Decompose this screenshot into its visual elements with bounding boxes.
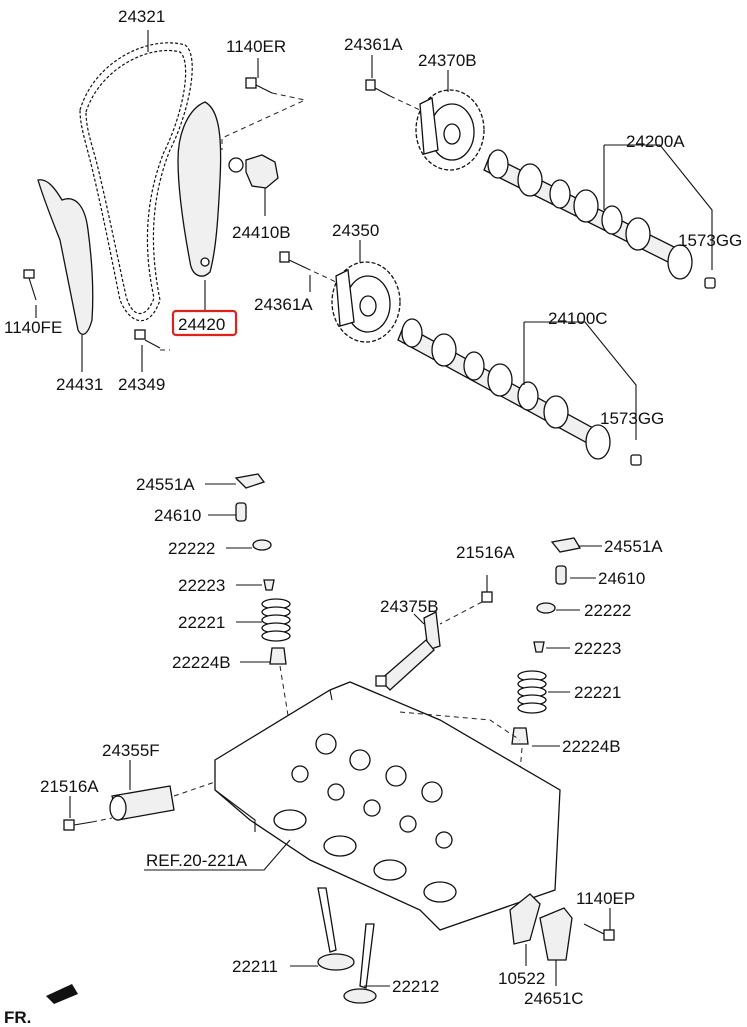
valve-seal-22224B-left xyxy=(269,647,287,665)
valve-seal-22224B-right xyxy=(511,727,529,745)
tensioner-24410B xyxy=(228,154,279,189)
label-24361A-mid[interactable]: 24361A xyxy=(254,295,313,314)
bolt-1140ER xyxy=(245,77,273,94)
cotter-22223-right xyxy=(533,641,545,653)
cam-sprocket-24370B xyxy=(415,89,485,171)
bracket-24100C xyxy=(523,321,637,440)
label-21516A-top[interactable]: 21516A xyxy=(456,543,515,562)
label-24375B[interactable]: 24375B xyxy=(380,597,439,616)
cover-24651C xyxy=(539,907,573,961)
dash-21516A-left xyxy=(91,817,113,823)
label-1140FE[interactable]: 1140FE xyxy=(4,318,62,337)
cylinder-head xyxy=(214,681,561,931)
bolt-21516A-top xyxy=(481,575,493,603)
dash-24361A-mid xyxy=(305,267,337,283)
valve-spring-22221-left xyxy=(261,598,291,642)
bolt-1140FE xyxy=(23,269,37,301)
exhaust-valve-22212 xyxy=(343,923,377,1004)
cotter-22223-left xyxy=(263,579,275,591)
valve-spring-22221-right xyxy=(517,670,547,714)
lash-adjuster-24610-right xyxy=(555,565,567,585)
label-22221-right[interactable]: 22221 xyxy=(574,683,621,702)
intake-valve-22211 xyxy=(317,887,355,971)
dash-1140ER xyxy=(221,92,307,150)
label-1140EP[interactable]: 1140EP xyxy=(576,889,635,908)
label-22224B-right[interactable]: 22224B xyxy=(562,737,621,756)
label-10522[interactable]: 10522 xyxy=(498,969,545,988)
dash-24355F xyxy=(173,781,216,797)
label-1573GG-mid[interactable]: 1573GG xyxy=(600,409,664,428)
label-22223-right[interactable]: 22223 xyxy=(574,639,621,658)
label-24651C[interactable]: 24651C xyxy=(524,989,584,1008)
plug-1573GG-top xyxy=(704,277,716,289)
plug-1573GG-mid xyxy=(630,454,642,466)
label-24431[interactable]: 24431 xyxy=(56,375,103,394)
oil-control-valve-24355F xyxy=(109,785,175,821)
camshaft-24100C xyxy=(397,318,611,460)
guide-hole xyxy=(200,257,210,267)
label-fr[interactable]: FR. xyxy=(4,1008,31,1027)
retainer-22222-right xyxy=(536,602,556,614)
bolt-1140EP xyxy=(583,923,615,941)
highlight-box-24420 xyxy=(171,309,238,337)
label-21516A-left[interactable]: 21516A xyxy=(40,777,99,796)
label-24100C[interactable]: 24100C xyxy=(548,309,608,328)
label-24610-right[interactable]: 24610 xyxy=(598,569,645,588)
leader-24375B xyxy=(413,613,425,625)
label-22212[interactable]: 22212 xyxy=(392,977,439,996)
label-24610-left[interactable]: 24610 xyxy=(154,506,201,525)
label-ref[interactable]: REF.20-221A xyxy=(146,851,248,870)
label-22222-right[interactable]: 22222 xyxy=(584,601,631,620)
chain-guide-24420 xyxy=(177,101,222,277)
timing-chain xyxy=(79,42,193,322)
dash-24361A-top xyxy=(389,95,421,111)
bolt-24361A-mid xyxy=(279,251,307,269)
dash-left-valve xyxy=(279,665,293,741)
label-24370B[interactable]: 24370B xyxy=(418,51,477,70)
label-24200A[interactable]: 24200A xyxy=(626,132,685,151)
rocker-arm-24551A-left xyxy=(234,473,266,489)
label-24551A-left[interactable]: 24551A xyxy=(136,475,195,494)
cam-sprocket-24350 xyxy=(331,261,401,343)
oil-control-valve-24375B xyxy=(375,611,441,691)
label-1573GG-top[interactable]: 1573GG xyxy=(678,231,742,250)
lash-adjuster-24610-left xyxy=(235,502,247,522)
front-arrow-icon xyxy=(46,984,78,1004)
label-24361A-top[interactable]: 24361A xyxy=(344,35,403,54)
label-22221-left[interactable]: 22221 xyxy=(178,613,225,632)
chain-guide-24431 xyxy=(37,179,94,335)
leader-ref xyxy=(144,839,291,871)
bolt-24349 xyxy=(134,329,161,349)
label-1140ER[interactable]: 1140ER xyxy=(226,37,286,56)
label-22211[interactable]: 22211 xyxy=(232,957,278,976)
gasket-10522 xyxy=(509,893,541,945)
rocker-arm-24551A-right xyxy=(550,537,582,553)
label-22223-left[interactable]: 22223 xyxy=(178,576,225,595)
camshaft-24200A xyxy=(483,149,693,280)
label-24420[interactable]: 24420 xyxy=(178,315,225,334)
label-22224B-left[interactable]: 22224B xyxy=(172,653,231,672)
label-24321[interactable]: 24321 xyxy=(118,7,165,26)
bracket-24200A xyxy=(603,144,713,270)
retainer-22222-left xyxy=(252,539,272,551)
label-24349[interactable]: 24349 xyxy=(118,375,165,394)
label-24551A-right[interactable]: 24551A xyxy=(604,537,663,556)
label-22222-left[interactable]: 22222 xyxy=(168,539,215,558)
bolt-21516A-left xyxy=(63,819,93,831)
bolt-24361A-top xyxy=(365,79,391,97)
label-24350[interactable]: 24350 xyxy=(332,221,379,240)
label-24410B[interactable]: 24410B xyxy=(232,223,291,242)
dash-21516A-top xyxy=(439,601,483,625)
label-24355F[interactable]: 24355F xyxy=(102,741,160,760)
